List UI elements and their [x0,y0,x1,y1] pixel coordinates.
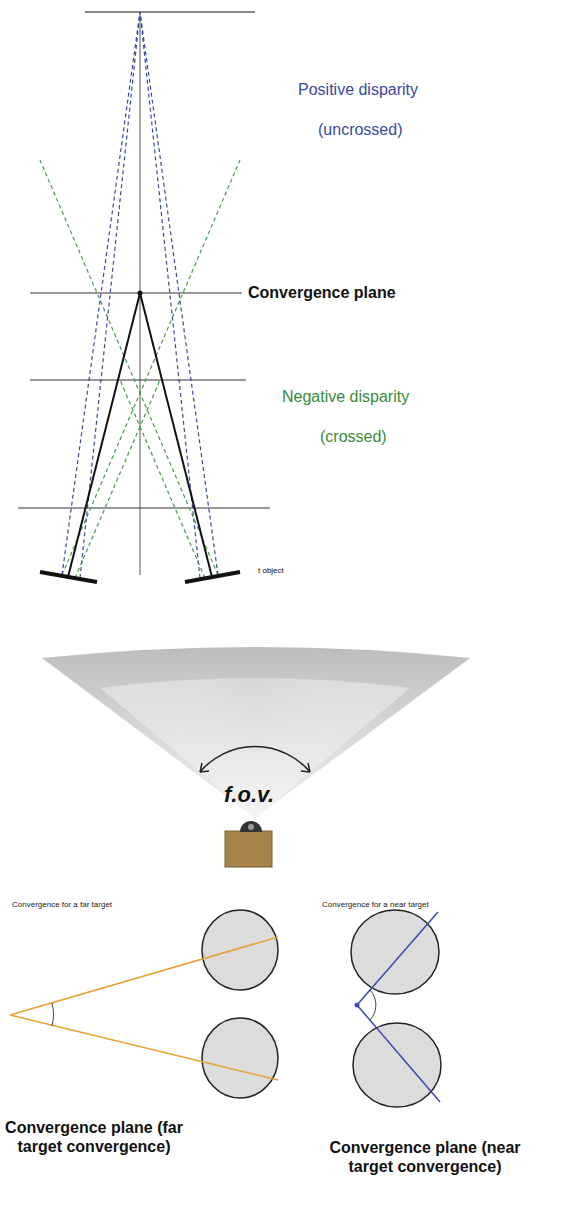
fov-label: f.o.v. [224,782,274,808]
panel-caption: Convergence plane (near target convergen… [320,1138,530,1176]
camera-lens-glint [248,824,254,830]
plane-line [18,508,270,509]
eye [202,1018,278,1098]
fov-illustration [42,647,470,867]
crossed-rays [40,160,240,578]
camera-sensor [185,572,240,582]
eye [351,910,439,994]
eye [353,1023,441,1107]
sight-line [357,1005,440,1102]
convergence-plane-line [30,293,242,294]
fov-cone-shade [100,678,410,818]
near-target [355,1003,360,1008]
eye [202,910,278,990]
object-label: t object [258,566,284,576]
panel-title: Convergence for a far target [12,900,112,910]
disparity-label: (uncrossed) [318,120,402,139]
convergence-ray [68,293,140,577]
disparity-label: (crossed) [320,427,387,446]
disparity-label: Negative disparity [282,387,409,406]
fov-arc [200,746,310,772]
sight-line [10,937,278,1015]
angle-arc [370,990,376,1020]
sight-line [357,912,438,1005]
camera-sensor [40,572,97,582]
panel-title: Convergence for a near target [322,900,429,910]
far-plane [85,11,255,13]
plane-line [30,380,246,381]
disparity-label: Positive disparity [298,80,418,99]
uncrossed-rays [62,12,218,578]
fov-arrowhead [301,763,310,772]
panel-caption: Convergence plane (far target convergenc… [4,1118,184,1156]
camera-body [225,831,272,867]
convergence-point [138,291,143,296]
sight-line [10,1015,278,1080]
eye-convergence [10,910,441,1107]
angle-arc [52,1003,53,1026]
camera-lens [240,821,262,832]
disparity-diagram [18,12,270,582]
fov-cone [42,647,470,818]
fov-arrowhead [200,763,209,772]
plane-label: Convergence plane [248,283,396,302]
convergence-ray [140,293,212,577]
